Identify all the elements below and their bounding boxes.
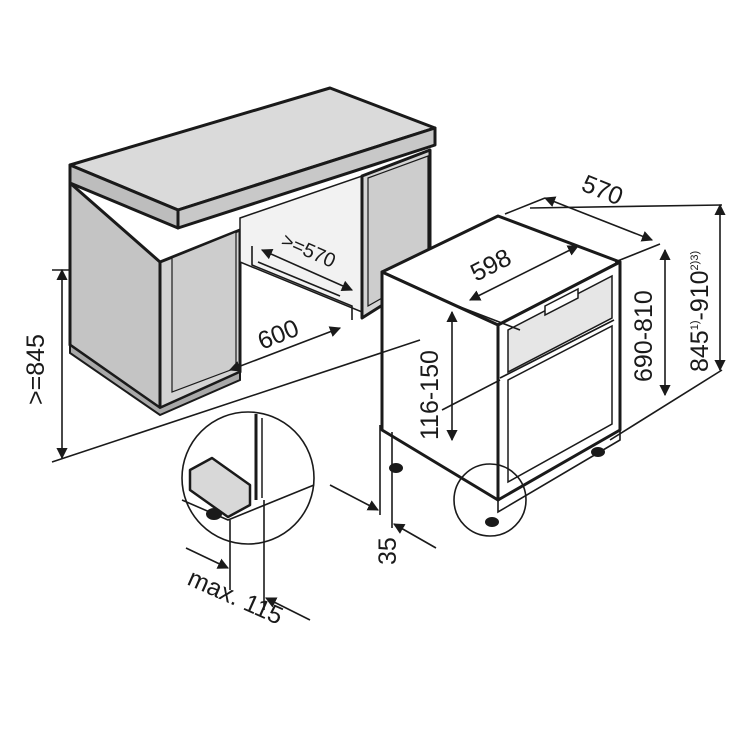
label-height-range-1: 690-810 <box>630 290 658 382</box>
label-appliance-depth: 570 <box>578 170 627 212</box>
left-unit-plinth <box>69 343 241 417</box>
left-unit-door <box>171 231 237 393</box>
label-plinth-offset: 35 <box>374 537 402 565</box>
label-height-range-2: 8451)-9102)3) <box>686 251 714 372</box>
worktop-side-edge <box>176 126 437 230</box>
plinth-detail <box>181 411 315 610</box>
label-panel-height: 116-150 <box>416 350 444 440</box>
kitchen-cabinet <box>68 86 437 417</box>
dishwasher <box>380 214 622 527</box>
label-recess-width: 600 <box>254 314 303 356</box>
height-range-2-mid: -910 <box>686 270 714 320</box>
dishwasher-foot <box>389 463 403 473</box>
label-detail-max: max. 115 <box>184 564 288 631</box>
label-cabinet-height: >=845 <box>22 334 50 405</box>
dishwasher-door <box>507 324 613 484</box>
detail-marker-circle <box>453 463 527 537</box>
dishwasher-foot <box>485 517 499 527</box>
height-range-2-sup1: 1) <box>689 321 701 331</box>
left-unit-side <box>68 181 162 410</box>
height-range-2-sup2: 2)3) <box>689 251 701 271</box>
height-range-2-main: 845 <box>686 330 714 372</box>
